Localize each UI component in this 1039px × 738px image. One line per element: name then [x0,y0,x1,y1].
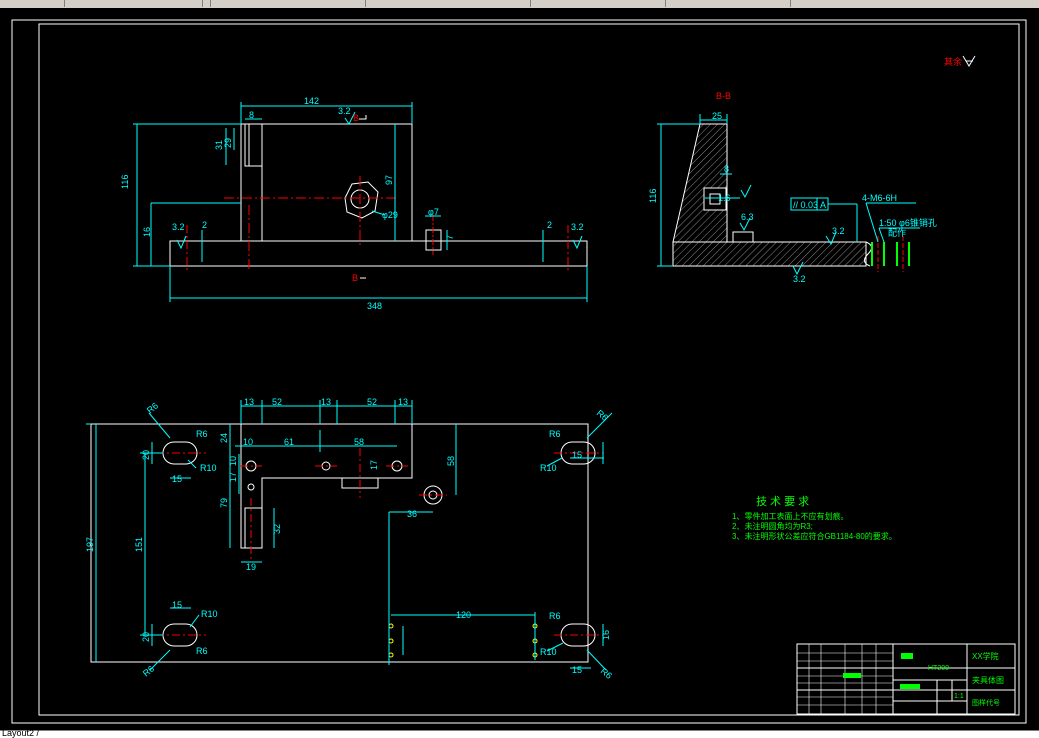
svg-text:15: 15 [172,600,182,610]
svg-text:36: 36 [407,509,417,519]
svg-text:24: 24 [219,433,229,443]
title-block: XX学院 夹具体图 图样代号 HT200 1:1 [796,643,1016,715]
svg-text:13: 13 [244,397,254,407]
plan-view: 13 52 13 52 13 10 61 58 58 24 17 17 10 7… [85,397,614,681]
command-line[interactable]: Layout2 / [0,728,1039,738]
toolbar-field[interactable] [665,0,791,7]
svg-text:2: 2 [547,220,552,230]
note-item: 1、零件加工表面上不应有划痕。 [732,511,848,521]
drawing-number: 图样代号 [972,698,1000,707]
notes-title: 技 术 要 求 [756,495,809,508]
note-item: 3、未注明形状公差应符合GB1184-80的要求。 [732,531,897,541]
toolbar-field[interactable] [210,0,366,7]
outer-frame [11,19,1027,724]
svg-text:3.2: 3.2 [338,106,351,116]
roughness-note: 其余 [944,55,976,67]
command-text: Layout2 / [2,728,40,738]
svg-text:20: 20 [141,632,151,642]
svg-text:20: 20 [141,450,151,460]
svg-text:348: 348 [367,301,382,311]
toolbar-field[interactable] [365,0,531,7]
svg-text:197: 197 [85,537,95,552]
svg-text:58: 58 [354,437,364,447]
svg-text:R6: R6 [549,429,561,439]
drawing-canvas[interactable]: 其余 [0,8,1039,730]
svg-text:φ29: φ29 [382,210,398,220]
front-view: 142 3.2 116 8 31 29 97 φ29 φ7 2 2 3.2 3.… [120,96,588,311]
svg-text:58: 58 [446,456,456,466]
svg-text:13: 13 [398,397,408,407]
svg-text:15: 15 [172,474,182,484]
svg-text:3.2: 3.2 [571,222,584,232]
toolbar-field[interactable] [64,0,203,7]
school-name: XX学院 [972,651,999,661]
svg-text:R6: R6 [595,408,610,423]
svg-text:4-M6-6H: 4-M6-6H [862,193,897,203]
svg-text:151: 151 [134,537,144,552]
svg-text:B-B: B-B [716,91,731,101]
svg-text:R6: R6 [145,400,160,415]
svg-text:6.3: 6.3 [741,212,754,222]
inner-frame [38,23,1020,716]
toolbar-field[interactable] [202,0,211,7]
svg-text:3.2: 3.2 [172,222,185,232]
svg-text:B: B [353,113,359,123]
svg-text:// 0.03 A: // 0.03 A [793,200,826,210]
svg-text:16: 16 [601,630,611,640]
svg-text:R6: R6 [549,611,561,621]
svg-text:17: 17 [228,472,238,482]
svg-text:79: 79 [219,498,229,508]
svg-text:配作: 配作 [888,227,906,238]
svg-text:B: B [352,273,358,283]
svg-text:15: 15 [572,665,582,675]
svg-text:97: 97 [384,175,394,185]
svg-text:120: 120 [456,610,471,620]
scale: 1:1 [954,693,964,700]
toolbar-field[interactable] [530,0,666,7]
svg-text:32: 32 [272,524,282,534]
svg-text:29: 29 [223,138,233,148]
technical-notes: 技 术 要 求 1、零件加工表面上不应有划痕。 2、未注明圆角均为R3; 3、未… [732,495,897,541]
svg-text:8: 8 [724,164,729,174]
svg-text:17: 17 [369,460,379,470]
note-item: 2、未注明圆角均为R3; [732,521,813,531]
svg-text:7: 7 [445,235,455,240]
svg-text:116: 116 [120,175,130,189]
svg-text:8: 8 [249,110,254,120]
svg-text:10: 10 [243,437,253,447]
svg-text:15: 15 [572,450,582,460]
svg-text:R6: R6 [196,429,208,439]
svg-text:1.6: 1.6 [718,193,731,203]
svg-text:142: 142 [304,96,319,106]
svg-text:31: 31 [214,140,224,150]
part-name: 夹具体图 [972,675,1004,685]
material: HT200 [928,665,949,672]
svg-text:13: 13 [321,397,331,407]
svg-text:φ7: φ7 [428,207,439,217]
svg-text:其余: 其余 [944,56,962,67]
svg-text:25: 25 [712,111,722,121]
svg-text:R10: R10 [540,463,557,473]
toolbar-field[interactable] [0,0,65,7]
svg-text:1:50 φ6锥销孔: 1:50 φ6锥销孔 [879,217,937,228]
svg-text:R10: R10 [540,647,557,657]
svg-text:61: 61 [284,437,294,447]
svg-text:52: 52 [272,397,282,407]
svg-text:R6: R6 [196,646,208,656]
svg-text:3.2: 3.2 [793,274,806,284]
svg-text:10: 10 [228,456,238,466]
svg-text:R10: R10 [200,463,217,473]
svg-text:16: 16 [142,227,152,237]
svg-text:116: 116 [648,189,658,203]
section-view: B-B [648,91,937,284]
svg-text:3.2: 3.2 [832,226,845,236]
svg-text:R6: R6 [599,666,614,681]
svg-text:52: 52 [367,397,377,407]
svg-text:19: 19 [246,562,256,572]
svg-text:R10: R10 [201,609,218,619]
svg-text:2: 2 [202,220,207,230]
cad-drawing: 其余 [11,19,1027,724]
